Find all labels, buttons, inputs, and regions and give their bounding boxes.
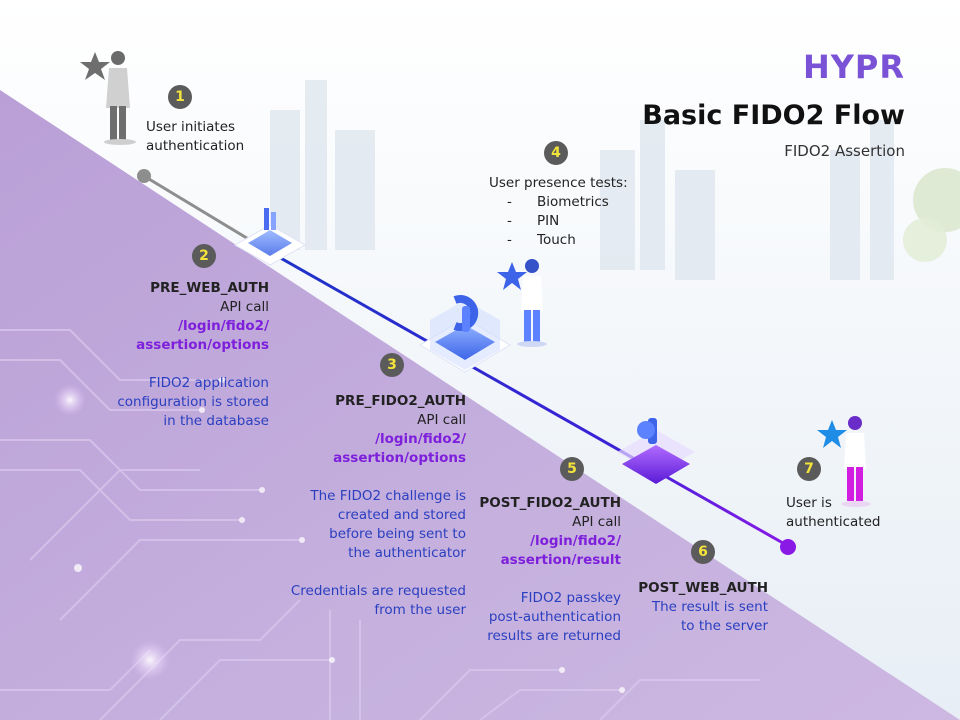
circuit-traces: [0, 329, 760, 720]
step-5-endpoint: assertion/result: [500, 552, 621, 568]
diagram-title: Basic FIDO2 Flow: [642, 100, 905, 131]
step-3-name: PRE_FIDO2_AUTH: [335, 393, 466, 409]
step-1-line: User initiates: [146, 119, 236, 135]
step-4-badge: 4: [544, 141, 568, 165]
step-2-badge: 2: [192, 244, 216, 268]
flow-start-dot: [137, 169, 151, 183]
step-2-name: PRE_WEB_AUTH: [150, 280, 269, 296]
step-2-endpoint: /login/fido2/: [178, 318, 269, 334]
step-5-endpoint: /login/fido2/: [530, 533, 621, 549]
presence-test-item: PIN: [489, 212, 628, 231]
user-figure-authenticated: [817, 416, 871, 507]
fido2-server-platform-icon: [419, 295, 511, 373]
step-2-call: API call: [220, 299, 269, 315]
step-1-line: authentication: [146, 138, 245, 154]
step-3-endpoint: /login/fido2/: [375, 431, 466, 447]
step-3-desc: the authenticator: [348, 545, 466, 561]
step-3-endpoint: assertion/options: [333, 450, 466, 466]
user-figure-start: [80, 51, 136, 145]
step-5-desc: post-authentication: [488, 609, 621, 625]
flow-end-dot: [780, 539, 796, 555]
step-4-text: User presence tests: Biometrics PIN Touc…: [489, 174, 628, 250]
step-2-endpoint: assertion/options: [136, 337, 269, 353]
step-2-text: PRE_WEB_AUTH API call /login/fido2/ asse…: [117, 279, 269, 431]
step-6-desc: The result is sent: [651, 599, 768, 615]
step-7-line: authenticated: [786, 514, 881, 530]
step-1-badge: 1: [168, 85, 192, 109]
step-3-desc: Credentials are requested: [290, 583, 466, 599]
step-7-badge: 7: [797, 457, 821, 481]
flow-line: [269, 250, 791, 549]
step-6-text: POST_WEB_AUTH The result is sent to the …: [638, 579, 768, 636]
step-2-desc: configuration is stored: [117, 394, 269, 410]
presence-test-item: Biometrics: [489, 193, 628, 212]
presence-test-item: Touch: [489, 231, 628, 250]
authenticator-platform-icon: [617, 418, 695, 484]
step-3-desc: created and stored: [337, 507, 466, 523]
step-2-desc: in the database: [163, 413, 269, 429]
step-5-desc: FIDO2 passkey: [520, 590, 621, 606]
web-server-platform-icon: [233, 208, 307, 266]
step-2-desc: FIDO2 application: [148, 375, 269, 391]
step-1-text: User initiates authentication: [146, 118, 244, 156]
step-3-call: API call: [417, 412, 466, 428]
step-6-desc: to the server: [680, 618, 768, 634]
step-5-name: POST_FIDO2_AUTH: [479, 495, 621, 511]
step-6-badge: 6: [691, 540, 715, 564]
step-3-desc: The FIDO2 challenge is: [310, 488, 466, 504]
step-5-badge: 5: [560, 457, 584, 481]
step-5-desc: results are returned: [487, 628, 621, 644]
step-7-line: User is: [786, 495, 832, 511]
step-3-badge: 3: [380, 353, 404, 377]
hypr-logo: HYPR: [802, 48, 905, 86]
step-5-text: POST_FIDO2_AUTH API call /login/fido2/ a…: [479, 494, 621, 646]
step-3-desc: before being sent to: [329, 526, 466, 542]
step-7-text: User is authenticated: [786, 494, 880, 532]
diagram-subtitle: FIDO2 Assertion: [784, 142, 905, 160]
user-figure-presence-test: [497, 259, 547, 347]
step-3-desc: from the user: [374, 602, 466, 618]
step-6-name: POST_WEB_AUTH: [638, 580, 768, 596]
step-3-text: PRE_FIDO2_AUTH API call /login/fido2/ as…: [291, 392, 466, 620]
step-5-call: API call: [572, 514, 621, 530]
step-4-heading: User presence tests:: [489, 175, 628, 191]
